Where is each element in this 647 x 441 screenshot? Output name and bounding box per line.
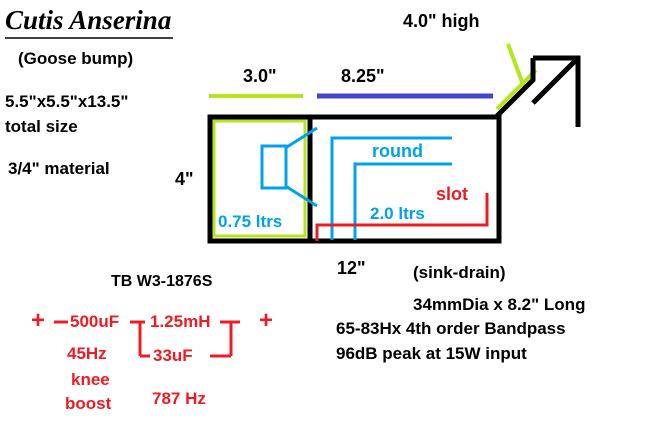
arrow-diagonal: [531, 56, 580, 105]
box-height-label: 4": [175, 169, 194, 189]
diagram-title: Cutis Anserina: [5, 5, 172, 35]
inductor-label: 1.25mH: [150, 312, 211, 331]
round-port-inner: [353, 162, 452, 240]
round-port-shape: [330, 136, 452, 240]
vented-volume-label: 2.0 ltrs: [370, 204, 425, 223]
round-port-label: round: [372, 141, 423, 161]
enclosure-outline: [207, 114, 502, 244]
dim-tick-height: [506, 43, 527, 91]
high-frequency-label: 787 Hz: [152, 389, 206, 408]
slot-port-label: slot: [436, 184, 469, 204]
peak-label: 96dB peak at 15W input: [336, 344, 527, 363]
slot-port-shape: [315, 193, 489, 241]
driver-cone-top: [286, 126, 318, 149]
arrow-shaft: [495, 58, 536, 118]
knee-frequency-label: 45Hz: [67, 344, 107, 363]
driver-magnet: [260, 144, 288, 190]
knee-word-label: knee: [71, 370, 110, 389]
plus-right-symbol: +: [259, 307, 274, 334]
total-size-line1: 5.5"x5.5"x13.5": [5, 92, 129, 111]
driver-cone-bottom: [286, 185, 318, 208]
diagram-subtitle: (Goose bump): [18, 49, 134, 68]
dim-line-height: [495, 68, 538, 111]
total-size-line2: total size: [5, 117, 78, 136]
cap-shunt-label: 33uF: [153, 346, 193, 365]
driver-model-label: TB W3-1876S: [111, 273, 213, 290]
material-thickness: 3/4" material: [8, 159, 110, 178]
section-b-label: 8.25": [341, 66, 385, 86]
sealed-chamber-outline: [212, 119, 307, 238]
port-type-label: (sink-drain): [413, 263, 506, 282]
plus-left-symbol: +: [31, 307, 46, 334]
section-a-label: 3.0": [243, 66, 277, 86]
port-size-label: 34mmDia x 8.2" Long: [413, 295, 586, 314]
boost-word-label: boost: [65, 394, 112, 413]
port-length-label: 12": [337, 258, 366, 278]
sealed-volume-label: 0.75 ltrs: [218, 212, 283, 231]
height-label: 4.0" high: [403, 11, 480, 31]
tuning-label: 65-83Hx 4th order Bandpass: [336, 319, 566, 338]
arrow-head: [533, 55, 581, 127]
cap-series-label: 500uF: [70, 312, 120, 331]
